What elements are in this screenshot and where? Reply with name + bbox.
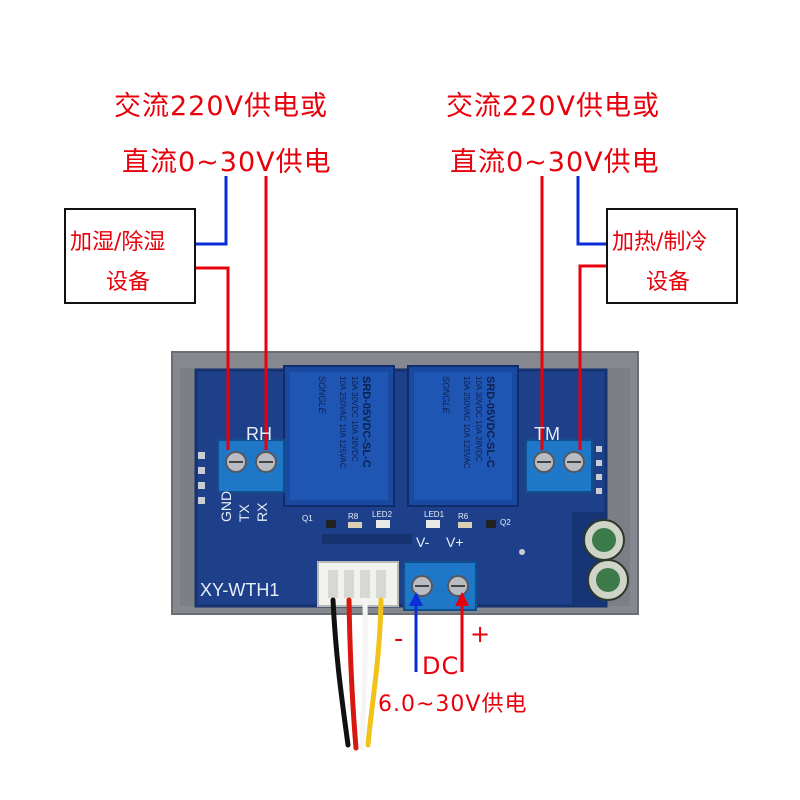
relay-left-print: SRD-05VDC-SL-C 10A 30VDC 10A 28VDC 10A 2… [290, 372, 388, 500]
relay-left [283, 365, 395, 507]
sensor-connector [317, 561, 399, 607]
right-header-pins [596, 446, 602, 494]
heater-device-line2: 设备 [646, 270, 691, 295]
dc-plus-arrow [455, 592, 469, 672]
relay-right-rating-2: 10A 30VDC 10A 28VDC [474, 376, 483, 462]
left-supply-line2: 直流0~30V供电 [122, 147, 332, 178]
humidifier-device-line1: 加湿/除湿 [70, 230, 166, 255]
heater-device-line1: 加热/制冷 [612, 230, 708, 255]
heater-device-box: 加热/制冷 设备 [606, 208, 738, 304]
humidifier-device-line2: 设备 [106, 270, 151, 295]
relay-left-label: RH [246, 424, 272, 444]
relay-left-brand: SONGLE [317, 376, 327, 414]
relay-left-rating-1: 10A 250VAC 10A 125VAC [338, 376, 347, 469]
terminal-block-rh[interactable] [217, 439, 285, 493]
dc-minus-sign: - [394, 624, 405, 654]
smd-components [322, 520, 496, 544]
relay-right [407, 365, 519, 507]
relay-right-part: SRD-05VDC-SL-C [484, 376, 496, 468]
pin-tx-label: TX [236, 504, 252, 522]
relay-left-rating-2: 10A 30VDC 10A 28VDC [350, 376, 359, 462]
q2-label: Q2 [500, 518, 511, 527]
r8-label: R8 [348, 512, 359, 521]
left-supply-line1: 交流220V供电或 [114, 91, 329, 122]
dc-label: DC [422, 652, 460, 680]
relay-right-label: TM [534, 424, 560, 444]
relay-left-part: SRD-05VDC-SL-C [360, 376, 372, 468]
relay-right-rating-1: 10A 250VAC 10A 125VAC [462, 376, 471, 469]
pin-gnd-label: GND [218, 490, 234, 522]
pcb-shadow [194, 368, 608, 608]
power-plus-label: V+ [446, 534, 464, 550]
mounting-dot [519, 549, 525, 555]
dc-voltage-range: 6.0~30V供电 [378, 692, 528, 717]
right-supply-line1: 交流220V供电或 [446, 91, 661, 122]
terminal-block-tm[interactable] [525, 439, 593, 493]
q1-label: Q1 [302, 514, 313, 523]
power-minus-label: V- [416, 534, 430, 550]
led2-label: LED2 [372, 510, 393, 519]
serial-header-pins [198, 452, 205, 504]
led1-label: LED1 [424, 510, 445, 519]
board-model: XY-WTH1 [200, 580, 280, 600]
dc-minus-arrow [409, 592, 423, 672]
right-supply-line2: 直流0~30V供电 [450, 147, 660, 178]
relay-right-brand: SONGLE [441, 376, 451, 414]
relay-right-print: SRD-05VDC-SL-C 10A 30VDC 10A 28VDC 10A 2… [414, 372, 512, 500]
supply-wires [194, 176, 610, 450]
r6-label: R6 [458, 512, 469, 521]
pin-rx-label: RX [254, 502, 270, 522]
dc-plus-sign: + [470, 620, 492, 648]
humidifier-device-box: 加湿/除湿 设备 [64, 208, 196, 304]
capacitors [572, 512, 629, 606]
sensor-cable-wires [330, 597, 384, 751]
